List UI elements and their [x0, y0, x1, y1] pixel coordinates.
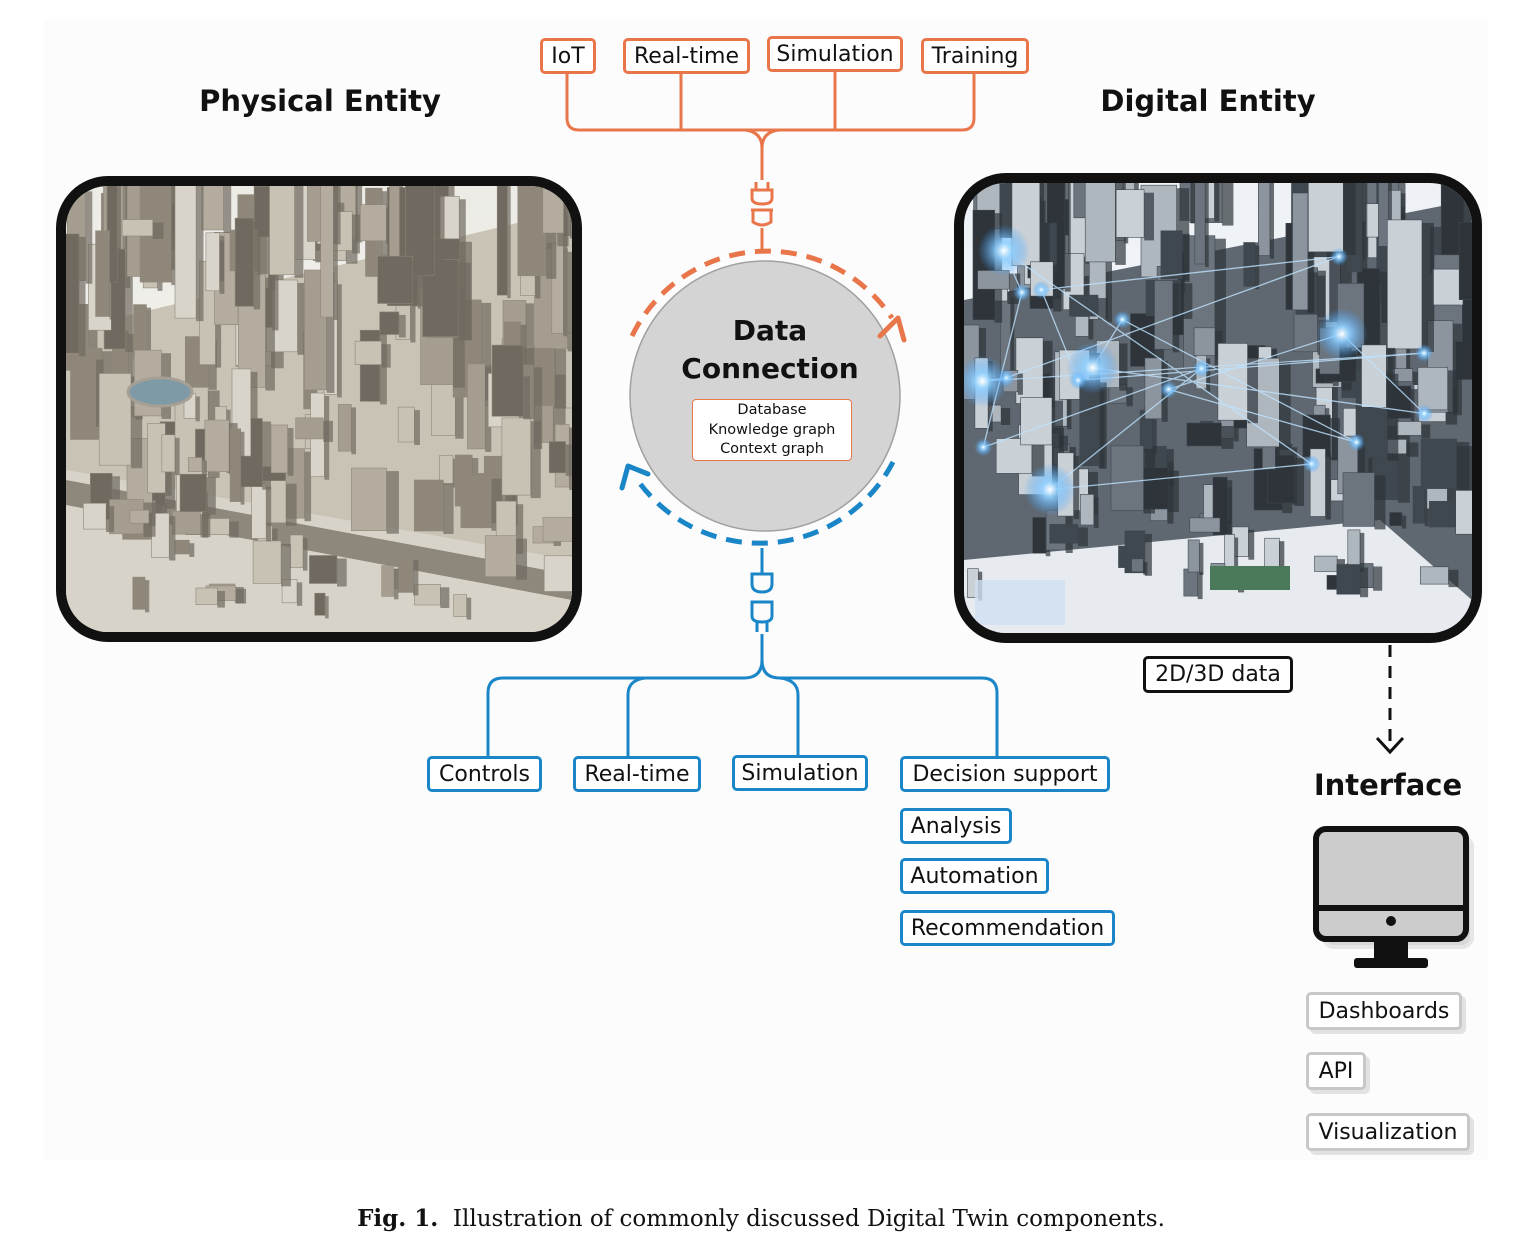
- interface-visualization: Visualization: [1306, 1113, 1470, 1151]
- output-controls: Controls: [427, 756, 542, 792]
- caption-text: Illustration of commonly discussed Digit…: [452, 1206, 1165, 1232]
- interface-heading: Interface: [1313, 768, 1463, 802]
- interface-dashed-arrow: [1375, 645, 1405, 755]
- figure-caption: Fig. 1. Illustration of commonly discuss…: [0, 1205, 1522, 1232]
- output-connector-lines: [486, 634, 999, 757]
- data-connection-store-list: Database Knowledge graph Context graph: [692, 399, 852, 461]
- interface-api: API: [1306, 1052, 1366, 1090]
- data-connection-node: [629, 260, 901, 532]
- input-real-time: Real-time: [623, 38, 750, 74]
- monitor-icon: [1313, 826, 1474, 968]
- store-item-knowledge-graph: Knowledge graph: [708, 421, 836, 438]
- data-connection-title-line1: Data: [732, 314, 808, 347]
- output-simulation: Simulation: [732, 755, 868, 791]
- digital-city-image: [954, 173, 1482, 643]
- data-connection-title-line2: Connection: [681, 352, 859, 385]
- store-item-context-graph: Context graph: [720, 441, 824, 457]
- physical-entity-heading: Physical Entity: [199, 84, 441, 118]
- data-flow-arrows: [629, 248, 896, 546]
- blue-plug-icon: [750, 548, 774, 632]
- output-recommendation: Recommendation: [900, 910, 1115, 946]
- store-item-database: Database: [737, 402, 807, 418]
- input-iot: IoT: [540, 38, 596, 74]
- blue-arrowhead-icon: [619, 463, 651, 491]
- caption-label: Fig. 1.: [357, 1205, 439, 1232]
- input-training: Training: [921, 38, 1029, 74]
- orange-plug-icon: [750, 182, 774, 252]
- data-connection-title: Data Connection: [650, 312, 890, 388]
- input-connector-lines: [565, 72, 976, 180]
- orange-arrowhead-icon: [877, 315, 907, 343]
- output-automation: Automation: [900, 858, 1049, 894]
- output-decision-support: Decision support: [900, 756, 1110, 792]
- data-format-label: 2D/3D data: [1143, 656, 1293, 693]
- digital-entity-heading: Digital Entity: [1100, 84, 1316, 118]
- output-real-time: Real-time: [573, 756, 701, 792]
- interface-dashboards: Dashboards: [1306, 992, 1462, 1030]
- output-analysis: Analysis: [900, 808, 1012, 844]
- input-simulation: Simulation: [767, 36, 903, 72]
- physical-city-image: [56, 176, 582, 642]
